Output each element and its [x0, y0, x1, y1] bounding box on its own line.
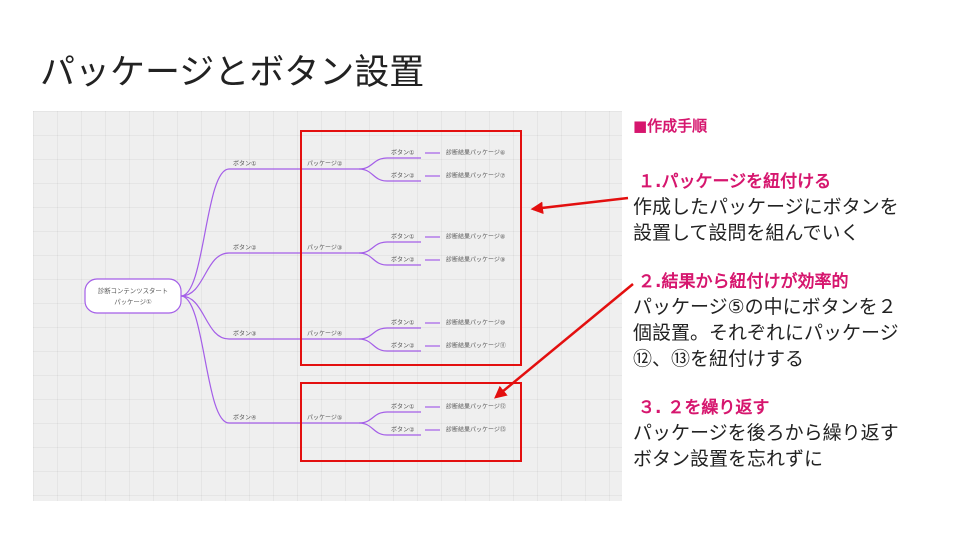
step-1-title: １.パッケージを紐付ける [638, 172, 832, 192]
root-node-label-1: 診断コンテンツスタート [98, 286, 168, 295]
step-2-line-2: 個設置。それぞれにパッケージ [633, 322, 899, 344]
step-3-line-1: パッケージを後ろから繰り返す [633, 422, 899, 444]
sub-button-node-2-1[interactable]: ボタン① [391, 233, 414, 241]
branch-root-to-button-4 [180, 295, 230, 424]
step-2-line-1: パッケージ⑤の中にボタンを２ [633, 296, 897, 318]
branch-package-2-to-button-2 [358, 168, 388, 182]
step-3-line-2: ボタン設置を忘れずに [633, 448, 824, 470]
result-package-node-3-2[interactable]: 診断結果パッケージ⑪ [446, 342, 506, 350]
button-node-3[interactable]: ボタン③ [233, 330, 256, 338]
step-1-line-2: 設置して設問を組んでいく [633, 222, 860, 244]
step-2-line-3: ⑫、⑬を紐付けする [633, 348, 805, 370]
result-package-node-2-2[interactable]: 診断結果パッケージ⑨ [446, 256, 505, 264]
procedure-panel: ■作成手順 １.パッケージを紐付ける 作成したパッケージにボタンを 設置して設問… [633, 114, 953, 472]
branch-package-3-to-button-2 [358, 252, 388, 266]
branch-package-2-to-button-1 [358, 157, 388, 170]
sub-button-node-1-2[interactable]: ボタン② [391, 172, 415, 180]
page-title: パッケージとボタン設置 [40, 53, 425, 93]
mindmap-canvas[interactable]: 診断コンテンツスタートパッケージ① ボタン① パッケージ② ボタン① 診断結果パッケージ… [33, 111, 622, 501]
package-node-2[interactable]: パッケージ② [307, 161, 343, 168]
step-1: １.パッケージを紐付ける 作成したパッケージにボタンを 設置して設問を組んでいく [633, 170, 953, 246]
step-3: ３. ２を繰り返す パッケージを後ろから繰り返す ボタン設置を忘れずに [633, 396, 953, 472]
package-node-3[interactable]: パッケージ③ [307, 245, 342, 252]
branch-root-to-button-1 [180, 168, 230, 297]
button-node-1[interactable]: ボタン① [233, 160, 256, 168]
package-node-4[interactable]: パッケージ④ [307, 331, 342, 338]
button-node-4[interactable]: ボタン④ [233, 414, 256, 422]
sub-button-node-4-1[interactable]: ボタン① [391, 403, 414, 411]
step-2-title: ２.結果から紐付けが効率的 [638, 272, 849, 292]
branch-package-4-to-button-1 [358, 327, 388, 340]
branch-root-to-button-3 [180, 295, 230, 340]
branch-package-4-to-button-2 [358, 338, 388, 352]
result-package-node-2-1[interactable]: 診断結果パッケージ⑧ [446, 233, 505, 241]
result-package-node-4-2[interactable]: 診断結果パッケージ⑬ [446, 426, 506, 434]
branch-package-3-to-button-1 [358, 241, 388, 254]
step-2: ２.結果から紐付けが効率的 パッケージ⑤の中にボタンを２ 個設置。それぞれにパッ… [633, 270, 953, 372]
result-package-node-1-1[interactable]: 診断結果パッケージ⑥ [446, 149, 505, 157]
branch-root-to-button-2 [180, 252, 230, 297]
procedure-heading: ■作成手順 [633, 117, 708, 135]
root-node-label-2: パッケージ① [114, 298, 152, 306]
root-node[interactable] [84, 278, 182, 314]
sub-button-node-1-1[interactable]: ボタン① [391, 149, 414, 157]
sub-button-node-3-1[interactable]: ボタン① [391, 319, 414, 327]
step-3-title: ３. ２を繰り返す [638, 398, 770, 418]
step-1-line-1: 作成したパッケージにボタンを [633, 196, 899, 218]
branch-package-5-to-button-2 [358, 422, 388, 436]
sub-button-node-4-2[interactable]: ボタン② [391, 426, 415, 434]
result-package-node-1-2[interactable]: 診断結果パッケージ⑦ [446, 172, 506, 180]
button-node-2[interactable]: ボタン② [233, 244, 257, 252]
package-node-5[interactable]: パッケージ⑤ [307, 415, 342, 422]
sub-button-node-2-2[interactable]: ボタン② [391, 256, 415, 264]
sub-button-node-3-2[interactable]: ボタン② [391, 342, 415, 350]
result-package-node-4-1[interactable]: 診断結果パッケージ⑫ [446, 403, 506, 411]
branch-package-5-to-button-1 [358, 411, 388, 424]
result-package-node-3-1[interactable]: 診断結果パッケージ⑩ [446, 319, 505, 327]
